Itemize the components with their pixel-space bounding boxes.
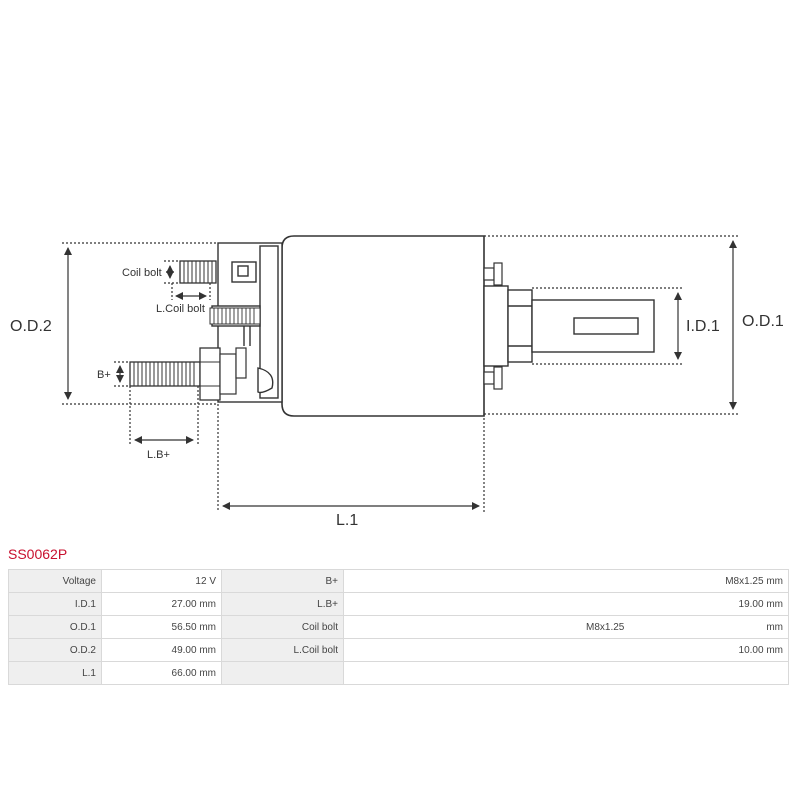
spec-value: 27.00 mm — [101, 592, 222, 616]
table-row: O.D.1 56.50 mm Coil bolt M8x1.25 mm — [8, 615, 789, 639]
od1-label: O.D.1 — [742, 313, 784, 330]
spec-value-text: M8x1.25 — [586, 621, 625, 633]
spec-value-unit: mm — [766, 621, 783, 633]
mounting-screw-top — [483, 262, 503, 286]
b-plus-bolt — [129, 347, 247, 401]
b-plus-label: B+ — [97, 369, 111, 381]
spec-label: L.1 — [8, 661, 102, 685]
dimension-arrows — [64, 240, 737, 510]
table-row: I.D.1 27.00 mm L.B+ 19.00 mm — [8, 592, 789, 616]
spec-label: O.D.2 — [8, 638, 102, 662]
spec-value-empty — [343, 661, 789, 685]
spec-value: M8x1.25 mm — [343, 569, 789, 593]
coil-bolt-label: Coil bolt — [122, 267, 162, 279]
spec-label: O.D.1 — [8, 615, 102, 639]
l1-label: L.1 — [336, 512, 358, 529]
table-row: Voltage 12 V B+ M8x1.25 mm — [8, 569, 789, 593]
plunger-assembly — [483, 285, 655, 367]
spec-label: Voltage — [8, 569, 102, 593]
spec-value: 56.50 mm — [101, 615, 222, 639]
spec-label: B+ — [221, 569, 344, 593]
spec-value: M8x1.25 mm — [343, 615, 789, 639]
od2-label: O.D.2 — [10, 318, 52, 335]
spec-value: 10.00 mm — [343, 638, 789, 662]
id1-label: I.D.1 — [686, 318, 720, 335]
spec-label: Coil bolt — [221, 615, 344, 639]
spec-table: Voltage 12 V B+ M8x1.25 mm I.D.1 27.00 m… — [8, 569, 789, 685]
spec-value: 49.00 mm — [101, 638, 222, 662]
part-code: SS0062P — [8, 546, 68, 562]
solenoid-body — [281, 235, 485, 417]
coil-bolt-base — [209, 307, 261, 325]
solenoid-technical-drawing: Coil bolt L.Coil bolt B+ L.B+ O.D.2 O.D.… — [10, 235, 784, 529]
l-coil-bolt-label: L.Coil bolt — [156, 303, 205, 315]
extension-lines — [62, 235, 740, 512]
spec-value: 19.00 mm — [343, 592, 789, 616]
spec-label: I.D.1 — [8, 592, 102, 616]
coil-bolt — [179, 260, 217, 284]
spec-value: 12 V — [101, 569, 222, 593]
table-row: L.1 66.00 mm — [8, 661, 789, 685]
mounting-screw-bottom — [483, 366, 503, 390]
spec-label-empty — [221, 661, 344, 685]
table-row: O.D.2 49.00 mm L.Coil bolt 10.00 mm — [8, 638, 789, 662]
spec-value: 66.00 mm — [101, 661, 222, 685]
spec-label: L.B+ — [221, 592, 344, 616]
spec-label: L.Coil bolt — [221, 638, 344, 662]
l-b-plus-label: L.B+ — [147, 449, 170, 461]
